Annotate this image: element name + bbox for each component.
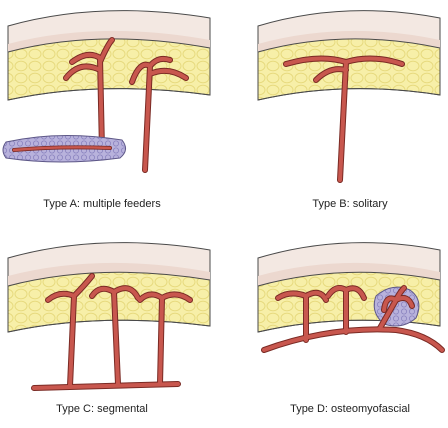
perforator-vessels (283, 55, 405, 183)
panel-type-b: Type B: solitary (257, 10, 441, 210)
dermis-layer (258, 30, 440, 52)
deep-fascia-layer (7, 88, 211, 101)
perforator-vessels (31, 273, 193, 391)
fat-layer (257, 38, 441, 101)
panel-type-a: Type A: multiple feeders (2, 10, 211, 210)
panel-type-d: Type D: osteomyofascial (257, 242, 445, 415)
panel-type-c: Type C: segmental (7, 242, 211, 415)
dermis-layer (8, 30, 210, 52)
panel-caption-d: Type D: osteomyofascial (290, 403, 410, 415)
muscle-block (2, 134, 126, 163)
panel-caption-b: Type B: solitary (312, 198, 388, 210)
panel-caption-c: Type C: segmental (56, 403, 148, 415)
skin-block (257, 10, 441, 101)
deep-fascia-layer (7, 319, 211, 333)
skin-block (7, 10, 211, 101)
perforator-vessels (63, 37, 189, 173)
dermis-layer (8, 262, 210, 286)
perforator-vessels (261, 285, 445, 353)
panel-caption-a: Type A: multiple feeders (43, 198, 161, 210)
dermis-layer (258, 262, 440, 286)
